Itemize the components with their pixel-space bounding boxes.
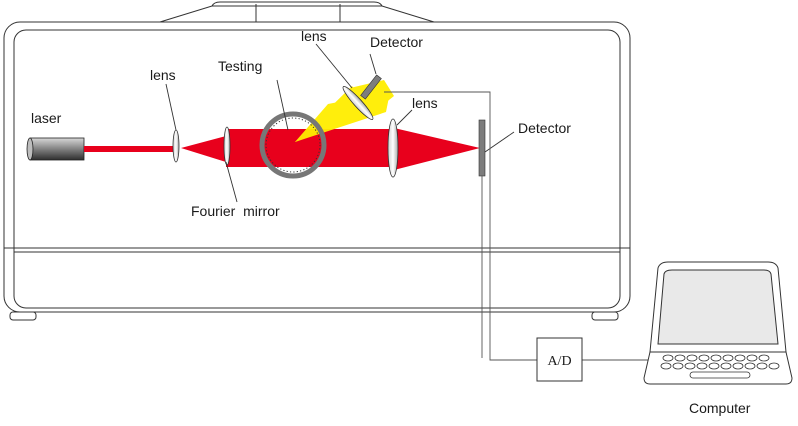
signal-wires xyxy=(384,91,650,361)
label-lens-1: lens xyxy=(150,67,176,83)
label-lens-right: lens xyxy=(412,95,438,111)
laser-icon xyxy=(26,137,85,161)
label-detector-top: Detector xyxy=(370,34,423,50)
laptop-icon xyxy=(643,261,793,385)
label-testing: Testing xyxy=(218,58,262,74)
ad-label: A/D xyxy=(547,354,571,369)
lens-icon xyxy=(172,86,399,178)
detector-icon xyxy=(360,74,486,177)
label-detector-right: Detector xyxy=(518,120,571,136)
label-fourier-mirror: Fourier mirror xyxy=(191,203,280,219)
ad-converter: A/D xyxy=(536,337,583,382)
label-laser: laser xyxy=(31,110,62,126)
label-lens-top: lens xyxy=(301,28,327,44)
label-computer: Computer xyxy=(689,400,751,416)
laser-beam xyxy=(84,128,480,170)
instrument-housing xyxy=(3,1,631,321)
labels: laser lens Testing lens Detector lens De… xyxy=(31,28,751,416)
sample-cell-icon xyxy=(259,111,327,179)
leader-lines xyxy=(165,43,515,203)
